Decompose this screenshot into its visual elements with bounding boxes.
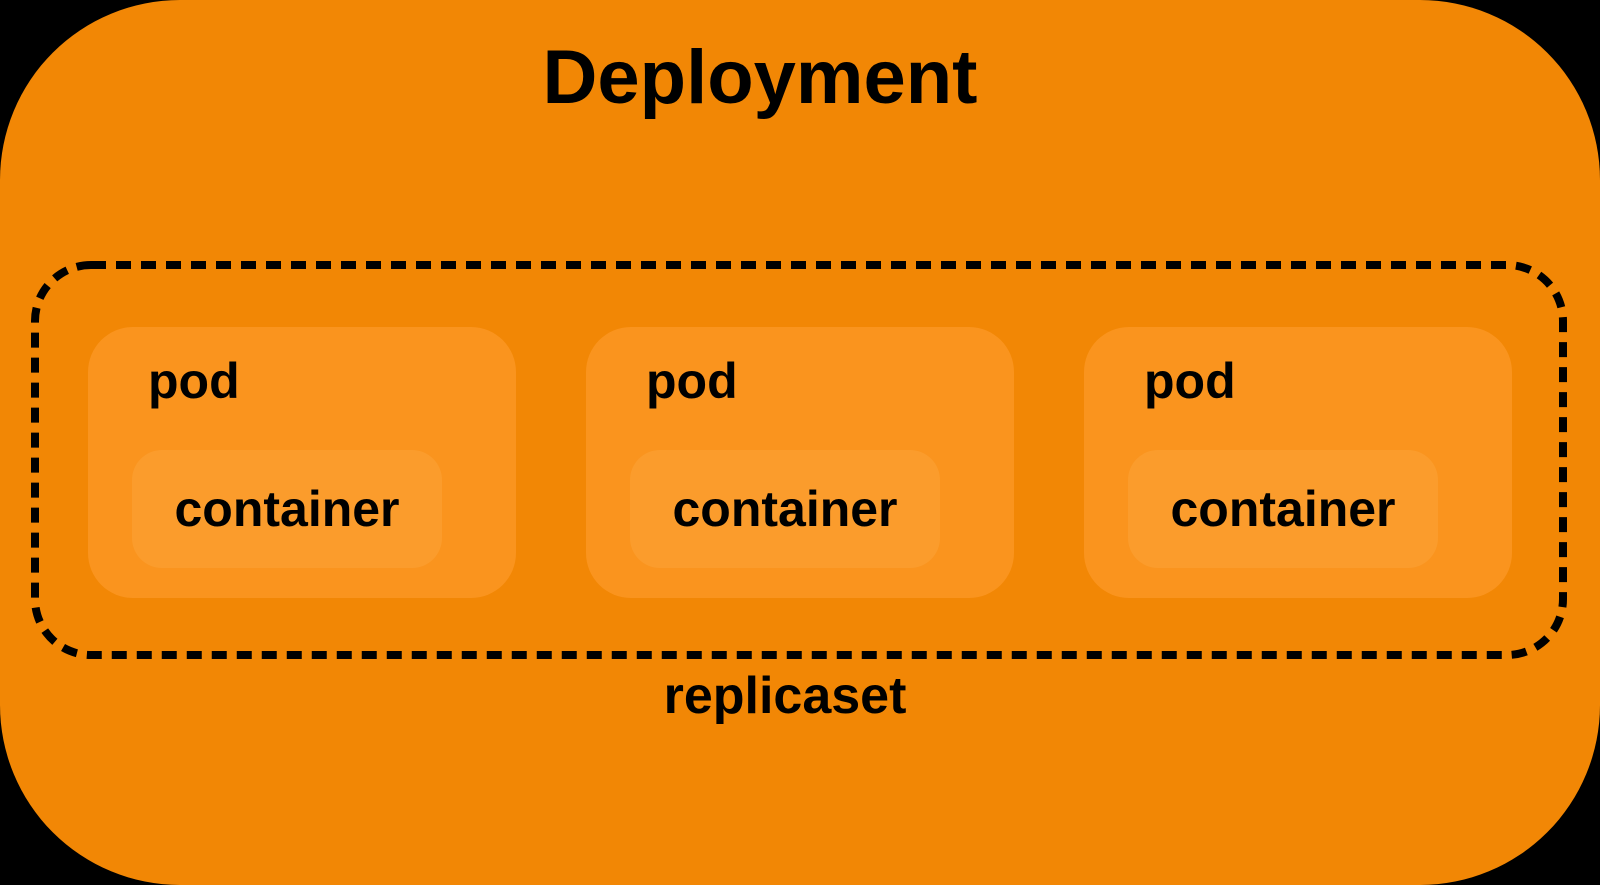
replicaset-label: replicaset [663, 667, 907, 725]
pod-box-3: pod container [1084, 327, 1512, 598]
pod-box-1: pod container [88, 327, 516, 598]
deployment-title: Deployment [542, 35, 978, 120]
pod-label: pod [148, 353, 240, 409]
container-box: container [132, 450, 442, 568]
container-label: container [672, 481, 898, 537]
container-label: container [1170, 481, 1396, 537]
replicaset-dashed-border [31, 261, 1567, 659]
pod-box-2: pod container [586, 327, 1014, 598]
container-box: container [1128, 450, 1438, 568]
pod-label: pod [646, 353, 738, 409]
container-box: container [630, 450, 940, 568]
pod-label: pod [1144, 353, 1236, 409]
container-label: container [174, 481, 400, 537]
pods-row: pod container pod container pod containe… [88, 327, 1512, 598]
